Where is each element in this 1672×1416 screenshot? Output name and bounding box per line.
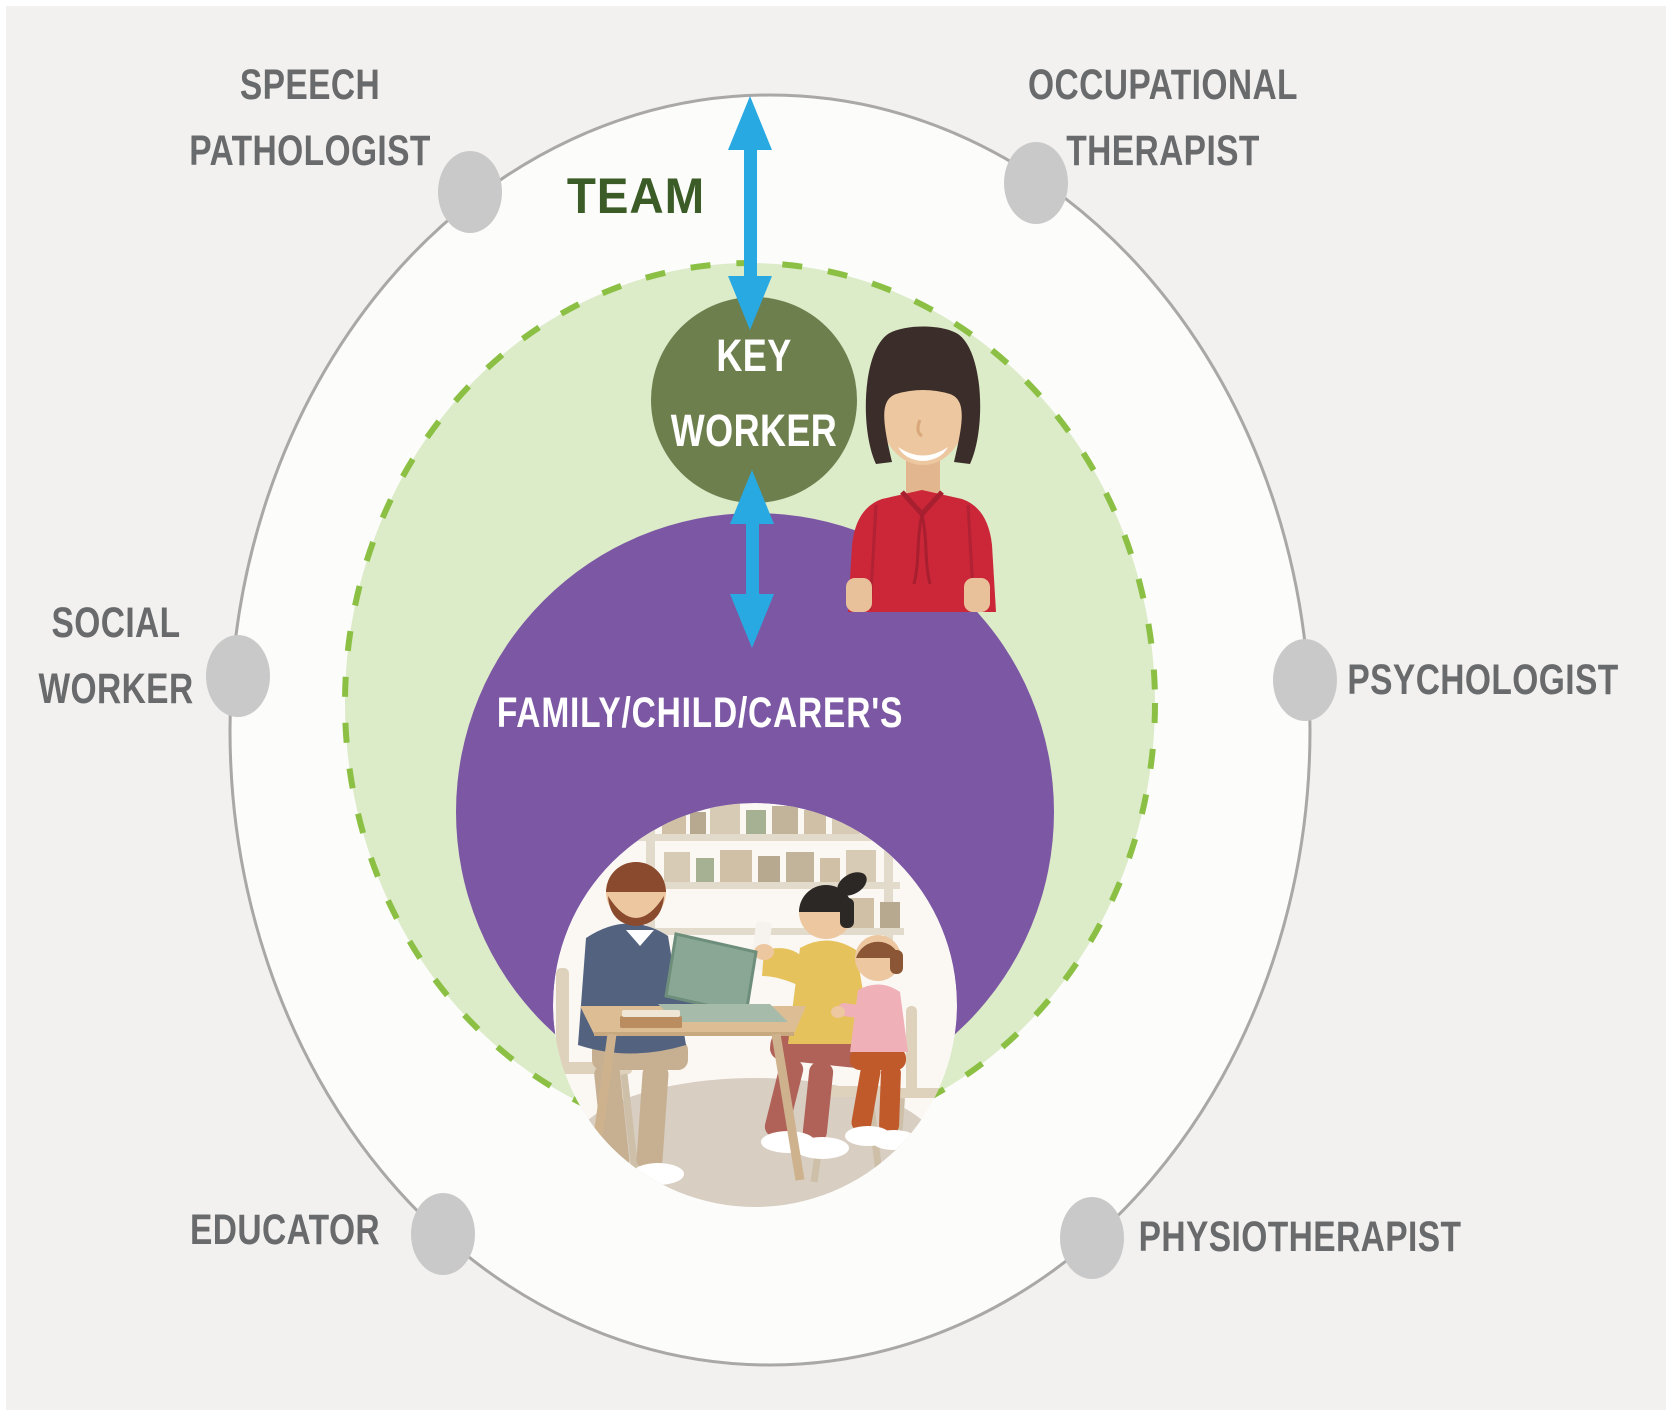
team-keyworker-arrow — [728, 96, 772, 330]
label-social-worker: SOCIAL WORKER — [38, 590, 193, 722]
node-dot-occupational-therapist — [1004, 142, 1068, 224]
node-dot-social-worker — [206, 635, 270, 717]
label-line: PATHOLOGIST — [189, 127, 431, 175]
family-meeting-illustration-icon — [553, 803, 957, 1207]
keyworker-family-arrow — [730, 470, 774, 648]
node-dot-educator — [411, 1193, 475, 1275]
label-speech-pathologist: SPEECH PATHOLOGIST — [189, 52, 431, 184]
label-psychologist: PSYCHOLOGIST — [1347, 656, 1619, 704]
label-line: KEY — [716, 330, 792, 381]
label-line: OCCUPATIONAL — [1028, 61, 1298, 109]
node-dot-speech-pathologist — [438, 151, 502, 233]
label-line: WORKER — [38, 665, 194, 713]
label-physiotherapist: PHYSIOTHERAPIST — [1138, 1213, 1462, 1261]
node-dot-physiotherapist — [1060, 1197, 1124, 1279]
label-team: TEAM — [566, 168, 706, 224]
key-worker-circle — [651, 297, 857, 503]
node-dot-psychologist — [1273, 639, 1337, 721]
label-line: SOCIAL — [51, 599, 181, 647]
label-line: SPEECH — [239, 61, 381, 109]
label-key-worker: KEY WORKER — [671, 318, 837, 468]
label-educator: EDUCATOR — [189, 1206, 381, 1254]
label-occupational-therapist: OCCUPATIONAL THERAPIST — [1028, 52, 1298, 184]
label-family-child-carers: FAMILY/CHILD/CARER'S — [496, 689, 904, 737]
key-worker-avatar-icon — [846, 326, 996, 612]
label-line: WORKER — [670, 405, 838, 456]
label-line: THERAPIST — [1066, 127, 1260, 175]
